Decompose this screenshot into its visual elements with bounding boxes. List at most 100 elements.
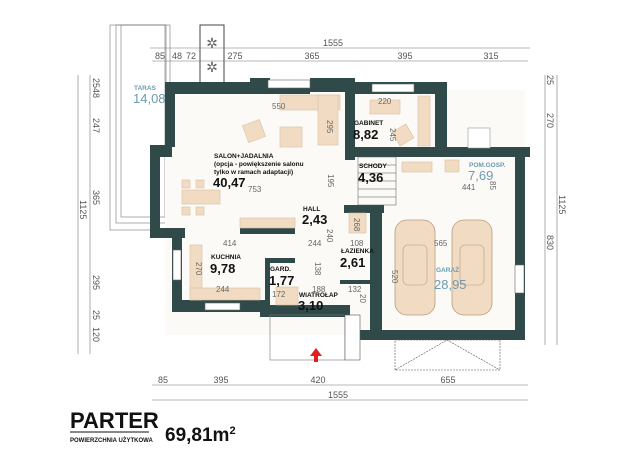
svg-text:48: 48: [91, 88, 101, 98]
room-wiatrolap: WIATROŁAP 3,10: [298, 292, 339, 313]
svg-text:GABINET: GABINET: [354, 120, 383, 127]
svg-text:172: 172: [272, 290, 286, 299]
svg-text:520: 520: [390, 270, 399, 284]
svg-text:HALL: HALL: [303, 206, 320, 213]
svg-text:108: 108: [350, 239, 364, 248]
room-schody: SCHODY 4,36: [358, 163, 387, 185]
svg-text:72: 72: [186, 51, 196, 61]
svg-text:4,36: 4,36: [358, 170, 383, 185]
room-lazienka: ŁAZIENKA 2,61: [340, 248, 374, 270]
svg-text:395: 395: [397, 51, 412, 61]
car: [451, 219, 493, 316]
svg-text:25: 25: [91, 310, 101, 320]
svg-text:270: 270: [545, 113, 555, 128]
svg-text:188: 188: [312, 285, 326, 294]
entrance-arrow-icon: [310, 348, 322, 362]
car: [394, 219, 436, 316]
svg-text:565: 565: [434, 239, 448, 248]
room-garaz: GARAŻ 28,95: [434, 266, 467, 292]
svg-text:2,43: 2,43: [302, 212, 327, 227]
room-hall: HALL 2,43: [302, 206, 327, 227]
svg-text:tylko w ramach adaptacji): tylko w ramach adaptacji): [214, 169, 293, 176]
svg-text:9,78: 9,78: [210, 261, 235, 276]
svg-text:395: 395: [213, 375, 228, 385]
svg-text:48: 48: [172, 51, 182, 61]
plan-title: PARTER POWIERZCHNIA UŻYTKOWA 69,81m2: [70, 408, 236, 446]
room-salon-jadalnia: SALON+JADALNIA (opcja - powiększenie sal…: [213, 153, 304, 190]
svg-text:25: 25: [545, 75, 555, 85]
svg-text:1555: 1555: [323, 38, 343, 48]
svg-text:244: 244: [308, 239, 322, 248]
svg-text:315: 315: [483, 51, 498, 61]
svg-text:244: 244: [216, 285, 230, 294]
svg-text:295: 295: [91, 275, 101, 290]
plant-icon: ✲: [206, 59, 218, 75]
svg-text:414: 414: [223, 239, 237, 248]
svg-text:85: 85: [155, 51, 165, 61]
svg-text:138: 138: [313, 262, 322, 276]
svg-text:28,95: 28,95: [434, 277, 467, 292]
svg-text:ŁAZIENKA: ŁAZIENKA: [341, 248, 374, 255]
svg-text:GARD.: GARD.: [270, 266, 291, 273]
svg-text:85: 85: [158, 375, 168, 385]
svg-text:240: 240: [325, 229, 334, 243]
svg-text:120: 120: [91, 327, 101, 342]
svg-text:275: 275: [227, 51, 242, 61]
dimensions-top: 1555 85 48 72 275 365 395 315: [150, 38, 530, 62]
svg-text:270: 270: [194, 262, 203, 276]
svg-text:SALON+JADALNIA: SALON+JADALNIA: [214, 153, 274, 160]
svg-text:655: 655: [440, 375, 455, 385]
svg-text:WIATROŁAP: WIATROŁAP: [299, 292, 339, 299]
svg-text:GARAŻ: GARAŻ: [436, 266, 459, 274]
svg-text:1,77: 1,77: [269, 273, 294, 288]
svg-text:550: 550: [272, 102, 286, 111]
plant-box: [344, 314, 361, 361]
plant-icon: ✲: [206, 35, 218, 51]
svg-text:14,08: 14,08: [133, 91, 166, 106]
svg-text:2,61: 2,61: [340, 255, 365, 270]
dimensions-interior: 550 295 220 245 753 195 441 85 414 244 2…: [194, 97, 497, 303]
svg-text:220: 220: [378, 97, 392, 106]
svg-text:268: 268: [352, 218, 361, 232]
svg-text:PARTER: PARTER: [70, 408, 159, 433]
svg-text:365: 365: [304, 51, 319, 61]
svg-text:KUCHNIA: KUCHNIA: [211, 254, 241, 261]
svg-text:(opcja - powiększenie salonu: (opcja - powiększenie salonu: [214, 161, 304, 168]
svg-text:40,47: 40,47: [213, 175, 246, 190]
svg-text:3,10: 3,10: [298, 298, 323, 313]
svg-text:TARAS: TARAS: [134, 85, 157, 92]
svg-text:POM.GOSP.: POM.GOSP.: [469, 162, 506, 169]
room-pom-gosp: POM.GOSP. 7,69: [468, 162, 506, 183]
svg-text:SCHODY: SCHODY: [359, 163, 387, 170]
stairs: [357, 156, 397, 206]
terrace-outline: ✲ ✲: [109, 24, 225, 231]
svg-text:8,82: 8,82: [353, 127, 378, 142]
room-garderoba: GARD. 1,77: [269, 266, 294, 288]
svg-text:441: 441: [462, 183, 476, 192]
dimensions-left: 25 48 247 365 295 25 120 1125: [77, 75, 101, 354]
svg-text:195: 195: [326, 174, 335, 188]
svg-text:132: 132: [348, 285, 362, 294]
dimensions-bottom: 85 395 420 655 1555: [152, 375, 528, 401]
svg-text:420: 420: [310, 375, 325, 385]
room-kuchnia: KUCHNIA 9,78: [210, 254, 241, 276]
svg-text:25: 25: [91, 78, 101, 88]
svg-text:247: 247: [91, 118, 101, 133]
svg-text:365: 365: [91, 190, 101, 205]
room-taras: TARAS 14,08: [133, 85, 166, 106]
svg-text:830: 830: [545, 235, 555, 250]
room-gabinet: GABINET 8,82: [353, 120, 383, 142]
svg-text:753: 753: [248, 185, 262, 194]
svg-text:85: 85: [488, 181, 497, 190]
svg-text:POWIERZCHNIA UŻYTKOWA: POWIERZCHNIA UŻYTKOWA: [70, 437, 153, 444]
svg-text:7,69: 7,69: [468, 168, 493, 183]
svg-text:1125: 1125: [78, 200, 88, 219]
svg-text:245: 245: [388, 128, 397, 142]
svg-text:295: 295: [325, 120, 334, 134]
driveway-outline: [394, 339, 501, 371]
svg-text:1125: 1125: [557, 195, 567, 214]
svg-text:20: 20: [358, 294, 367, 303]
windows: [172, 79, 525, 311]
furniture: [181, 94, 501, 371]
